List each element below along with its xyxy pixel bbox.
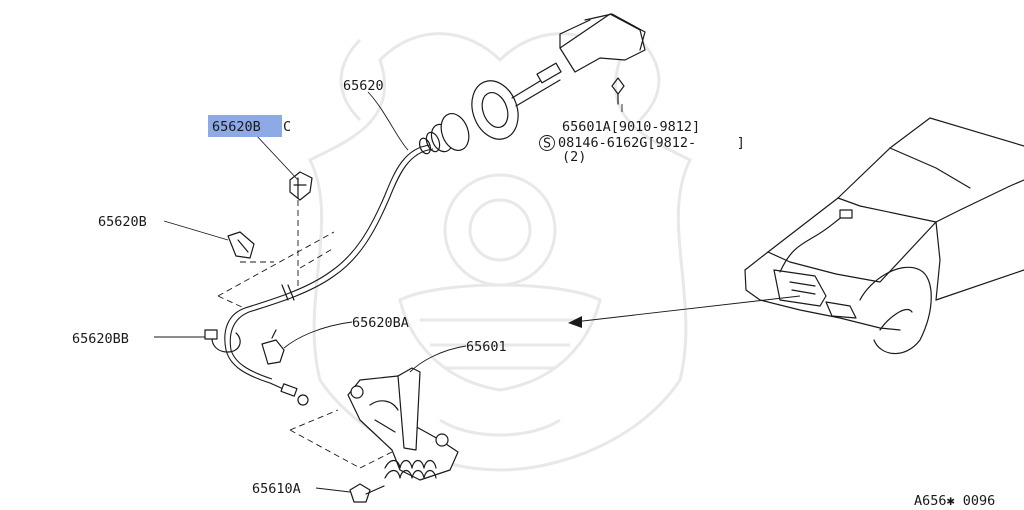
label-65620BB: 65620BB: [72, 331, 129, 347]
label-65620BA: 65620BA: [352, 315, 409, 331]
label-s-symbol: S: [543, 136, 551, 152]
label-65620B: 65620B: [98, 214, 147, 230]
s-circle-icon: [539, 135, 555, 151]
label-65620B-highlighted[interactable]: 65620B: [212, 119, 261, 135]
car-outline: [744, 117, 1024, 355]
label-65601: 65601: [466, 339, 507, 355]
bolt-65610A: [349, 483, 385, 503]
pointer-arrow: [568, 295, 801, 328]
label-65601A: 65601A[9010-9812]: [562, 119, 700, 135]
clip-65620BA: [261, 329, 285, 365]
label-65610A: 65610A: [252, 481, 301, 497]
watermark-emblem: [307, 32, 693, 472]
clip-65620B: [227, 231, 255, 259]
clip-65620BC: [289, 171, 313, 201]
highlight-box: [208, 115, 282, 137]
label-quantity: (2): [562, 149, 586, 165]
label-65620: 65620: [343, 78, 384, 94]
label-65620BC-suffix: C: [283, 119, 291, 135]
figure-code: A656✱ 0096: [914, 493, 995, 509]
label-08146: 08146-6162G[9812- ]: [558, 135, 745, 151]
release-cable: [204, 13, 646, 406]
hood-lock-65601: [347, 367, 459, 481]
